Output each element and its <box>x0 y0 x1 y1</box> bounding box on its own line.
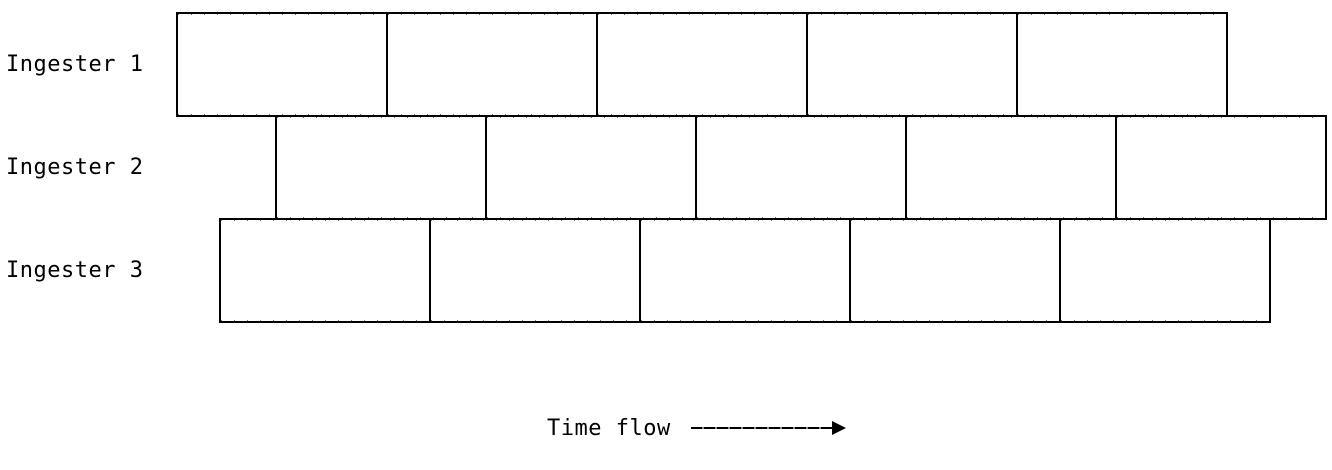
time-block <box>639 218 851 323</box>
time-block <box>386 12 598 117</box>
arrow-line <box>690 427 833 429</box>
row-label-ingester-1: Ingester 1 <box>6 52 144 77</box>
arrow-head-icon <box>831 421 846 435</box>
row-label-ingester-3: Ingester 3 <box>6 258 144 283</box>
time-block <box>219 218 431 323</box>
time-block <box>806 12 1018 117</box>
time-block <box>176 12 388 117</box>
timeline-row-3 <box>219 218 1271 323</box>
time-block <box>695 115 907 220</box>
time-block <box>1059 218 1271 323</box>
time-flow-arrow-icon <box>690 421 846 435</box>
time-block <box>429 218 641 323</box>
row-label-ingester-2: Ingester 2 <box>6 155 144 180</box>
time-block <box>849 218 1061 323</box>
time-block <box>905 115 1117 220</box>
time-block <box>1016 12 1228 117</box>
time-flow-caption: Time flow <box>547 413 846 443</box>
time-block <box>1115 115 1327 220</box>
time-block <box>596 12 808 117</box>
timeline-row-1 <box>176 12 1228 117</box>
timeline-row-2 <box>275 115 1327 220</box>
time-block <box>275 115 487 220</box>
time-block <box>485 115 697 220</box>
time-flow-label: Time flow <box>547 415 671 441</box>
